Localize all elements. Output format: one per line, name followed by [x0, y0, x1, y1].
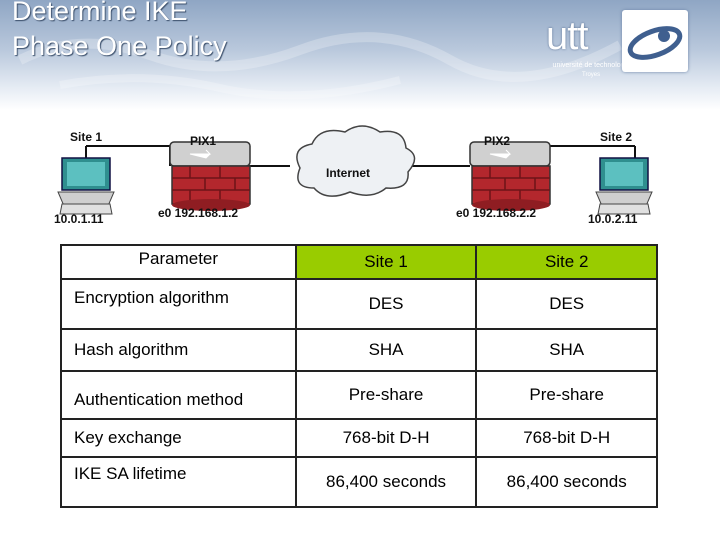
table-row: IKE SA lifetime 86,400 seconds 86,400 se…	[60, 456, 658, 508]
network-diagram: Site 1 PIX1 Internet PIX2 Site 2 10.0.1.…	[50, 118, 670, 230]
table-row: Key exchange 768-bit D-H 768-bit D-H	[60, 418, 658, 458]
site1-ip: 10.0.1.11	[54, 212, 104, 226]
row-auth-label: Authentication method	[60, 370, 297, 420]
pix1-label: PIX1	[190, 134, 217, 148]
pix1-firewall-icon	[169, 141, 251, 211]
site2-label: Site 2	[600, 130, 633, 144]
table-row: Authentication method Pre-share Pre-shar…	[60, 370, 658, 420]
site1-label: Site 1	[70, 130, 103, 144]
row-auth-site2: Pre-share	[475, 370, 658, 420]
pix2-interface: e0 192.168.2.2	[456, 206, 537, 220]
pix2-firewall-icon	[469, 141, 551, 211]
network-diagram-drawing	[57, 125, 653, 215]
row-encryption-label: Encryption algorithm	[60, 278, 297, 330]
pix2-label: PIX2	[484, 134, 511, 148]
row-keyexchange-label: Key exchange	[60, 418, 297, 458]
logo-subtitle: université de technologie	[552, 62, 630, 69]
row-hash-site2: SHA	[475, 328, 658, 372]
world-map-background	[17, 32, 623, 100]
row-encryption-site1: DES	[294, 278, 478, 330]
row-lifetime-site2: 86,400 seconds	[475, 456, 658, 508]
table-row: Hash algorithm SHA SHA	[60, 328, 658, 372]
logo-city: Troyes	[582, 72, 601, 78]
row-auth-site1: Pre-share	[294, 370, 478, 420]
table-row: Encryption algorithm DES DES	[60, 278, 658, 330]
row-hash-label: Hash algorithm	[60, 328, 297, 372]
logo-swoosh-icon	[627, 26, 683, 60]
slide-title: Determine IKE Phase One Policy	[12, 0, 227, 64]
row-hash-site1: SHA	[294, 328, 478, 372]
site2-computer-icon	[595, 157, 653, 215]
site2-ip: 10.0.2.11	[588, 212, 638, 226]
ike-policy-table: Parameter Site 1 Site 2 Encryption algor…	[60, 244, 658, 508]
row-lifetime-site1: 86,400 seconds	[294, 456, 478, 508]
row-encryption-site2: DES	[475, 278, 658, 330]
pix1-interface: e0 192.168.1.2	[158, 206, 239, 220]
row-lifetime-label: IKE SA lifetime	[60, 456, 297, 508]
logo-emblem	[622, 10, 688, 72]
slide-title-line1: Determine IKE	[12, 0, 188, 26]
site1-computer-icon	[57, 157, 115, 215]
utt-logo: utt université de technologie Troyes	[540, 10, 710, 80]
header-parameter: Parameter	[60, 244, 297, 280]
header-banner	[0, 0, 720, 110]
internet-label: Internet	[326, 166, 371, 180]
internet-cloud-icon	[296, 125, 416, 197]
slide-title-line2: Phase One Policy	[12, 31, 227, 61]
row-keyexchange-site1: 768-bit D-H	[294, 418, 478, 458]
header-site2: Site 2	[475, 244, 658, 280]
row-keyexchange-site2: 768-bit D-H	[475, 418, 658, 458]
header-site1: Site 1	[294, 244, 478, 280]
table-header-row: Parameter Site 1 Site 2	[60, 244, 658, 280]
logo-word: utt	[546, 14, 588, 58]
